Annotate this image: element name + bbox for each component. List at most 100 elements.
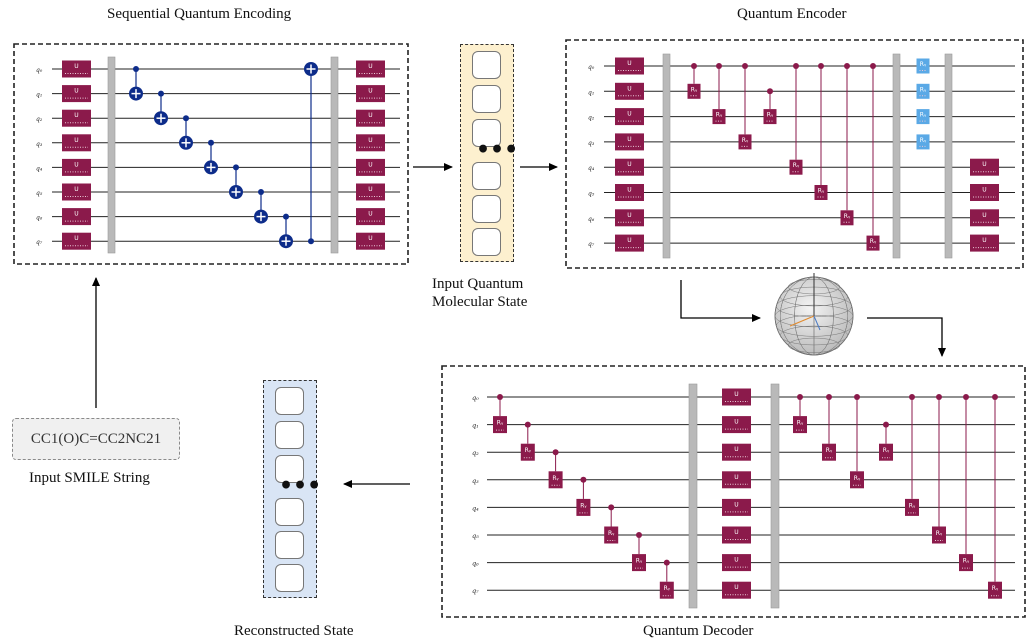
- qubit-label: q₀: [588, 64, 595, 71]
- ry-gate-label: Rᵧ: [870, 238, 877, 245]
- sequential-encoding-title: Sequential Quantum Encoding: [107, 6, 292, 22]
- ry-gate: [840, 210, 854, 226]
- ry-gate-label: Rᵧ: [742, 137, 749, 144]
- u-gate: [722, 471, 751, 489]
- ry-gate-label: Rᵧ: [636, 558, 643, 565]
- u-gate-label: U: [74, 112, 78, 119]
- ry-gate-label: Rᵧ: [716, 112, 723, 119]
- u-gate: [722, 416, 751, 434]
- u-gate: [722, 388, 751, 406]
- control-dot: [854, 394, 860, 400]
- arrow-encoder-to-sphere: [680, 280, 761, 322]
- ry-gate: [822, 443, 836, 461]
- control-dot: [133, 66, 139, 72]
- u-gate: [615, 133, 644, 151]
- quantum-encoder-panel: [565, 39, 1024, 269]
- barrier: [662, 53, 671, 259]
- control-dot: [580, 476, 587, 483]
- u-gate-label: U: [982, 161, 986, 168]
- u-gate: [356, 158, 385, 176]
- u-gate-label: U: [627, 161, 631, 168]
- qubit-label: q₆: [472, 560, 479, 568]
- control-dot: [283, 213, 289, 220]
- smiles-string: CC1(O)C=CC2NC21: [30, 430, 162, 447]
- u-gate-label: U: [627, 136, 631, 143]
- control-dot: [793, 63, 799, 69]
- state-cell: [472, 85, 501, 113]
- u-gate: [356, 60, 385, 78]
- qubit-label: q₅: [472, 532, 479, 540]
- control-dot: [183, 115, 189, 122]
- ry-gate: [738, 134, 752, 150]
- u-gate: [62, 208, 91, 226]
- u-gate: [62, 85, 91, 103]
- state-cell: [472, 119, 501, 147]
- sequential-encoding-panel: [13, 43, 409, 265]
- barrier: [892, 53, 901, 259]
- qubit-label: q₃: [472, 477, 479, 485]
- control-dot: [497, 394, 503, 400]
- ry-gate-label: Rᵧ: [909, 502, 916, 509]
- control-dot: [936, 394, 942, 400]
- state-cell: [275, 564, 304, 592]
- u-gate-label: U: [982, 187, 986, 194]
- ry-gate: [905, 498, 919, 516]
- u-gate: [356, 109, 385, 127]
- control-dot: [691, 63, 697, 69]
- u-gate-label: U: [627, 187, 631, 194]
- control-dot: [208, 139, 214, 146]
- ry-gate-label: Rᵧ: [826, 447, 833, 454]
- qubit-label: q₂: [588, 115, 595, 122]
- qubit-label: q₅: [36, 190, 43, 197]
- ry-gate-label: Rᵧ: [854, 475, 861, 482]
- ry-gate: [916, 109, 930, 125]
- ry-gate: [763, 109, 777, 125]
- u-gate: [615, 158, 644, 176]
- qubit-label: q₄: [36, 165, 43, 172]
- ry-gate-label: Rᵧ: [552, 475, 559, 482]
- qubit-label: q₅: [588, 191, 595, 198]
- u-gate-label: U: [368, 112, 372, 119]
- u-gate-label: U: [734, 557, 738, 564]
- state-cell: [275, 387, 304, 415]
- control-dot: [870, 63, 876, 69]
- quantum-decoder-title: Quantum Decoder: [643, 623, 754, 639]
- ry-gate-label: Rᵧ: [818, 188, 825, 195]
- control-dot: [716, 63, 722, 69]
- ry-gate: [789, 159, 803, 175]
- control-dot: [826, 394, 832, 400]
- ry-gate-label: Rᵧ: [936, 530, 943, 537]
- control-dot: [258, 189, 264, 195]
- ry-gate-label: Rᵧ: [664, 585, 671, 592]
- u-gate: [615, 209, 644, 227]
- ry-gate: [866, 235, 880, 251]
- u-gate: [356, 183, 385, 201]
- u-gate-label: U: [368, 186, 372, 193]
- u-gate-label: U: [734, 529, 738, 536]
- ry-gate-label: Rᵧ: [691, 86, 698, 93]
- control-dot: [818, 63, 824, 69]
- bloch-y-axis: [813, 315, 821, 331]
- u-gate: [356, 208, 385, 226]
- u-gate-label: U: [74, 235, 78, 242]
- smiles-input-box: CC1(O)C=CC2NC21: [12, 418, 180, 460]
- state-cell: [275, 531, 304, 559]
- qubit-label: q₆: [36, 215, 43, 222]
- ry-gate: [932, 526, 946, 544]
- u-gate: [615, 184, 644, 201]
- reconstructed-state-vector: •••: [263, 380, 321, 598]
- qubit-label: q₃: [36, 141, 43, 148]
- u-gate: [970, 184, 999, 201]
- ry-gate: [793, 416, 807, 434]
- ry-gate: [712, 109, 726, 125]
- quantum-encoder-title: Quantum Encoder: [737, 6, 847, 22]
- u-gate: [615, 108, 644, 126]
- ry-gate-label: Rᵧ: [920, 112, 927, 119]
- bloch-vector: [789, 315, 815, 327]
- u-gate-label: U: [74, 211, 78, 218]
- u-gate: [970, 209, 999, 227]
- control-dot: [992, 394, 998, 400]
- u-gate-label: U: [74, 161, 78, 168]
- control-dot: [552, 449, 559, 456]
- ry-gate: [916, 134, 930, 150]
